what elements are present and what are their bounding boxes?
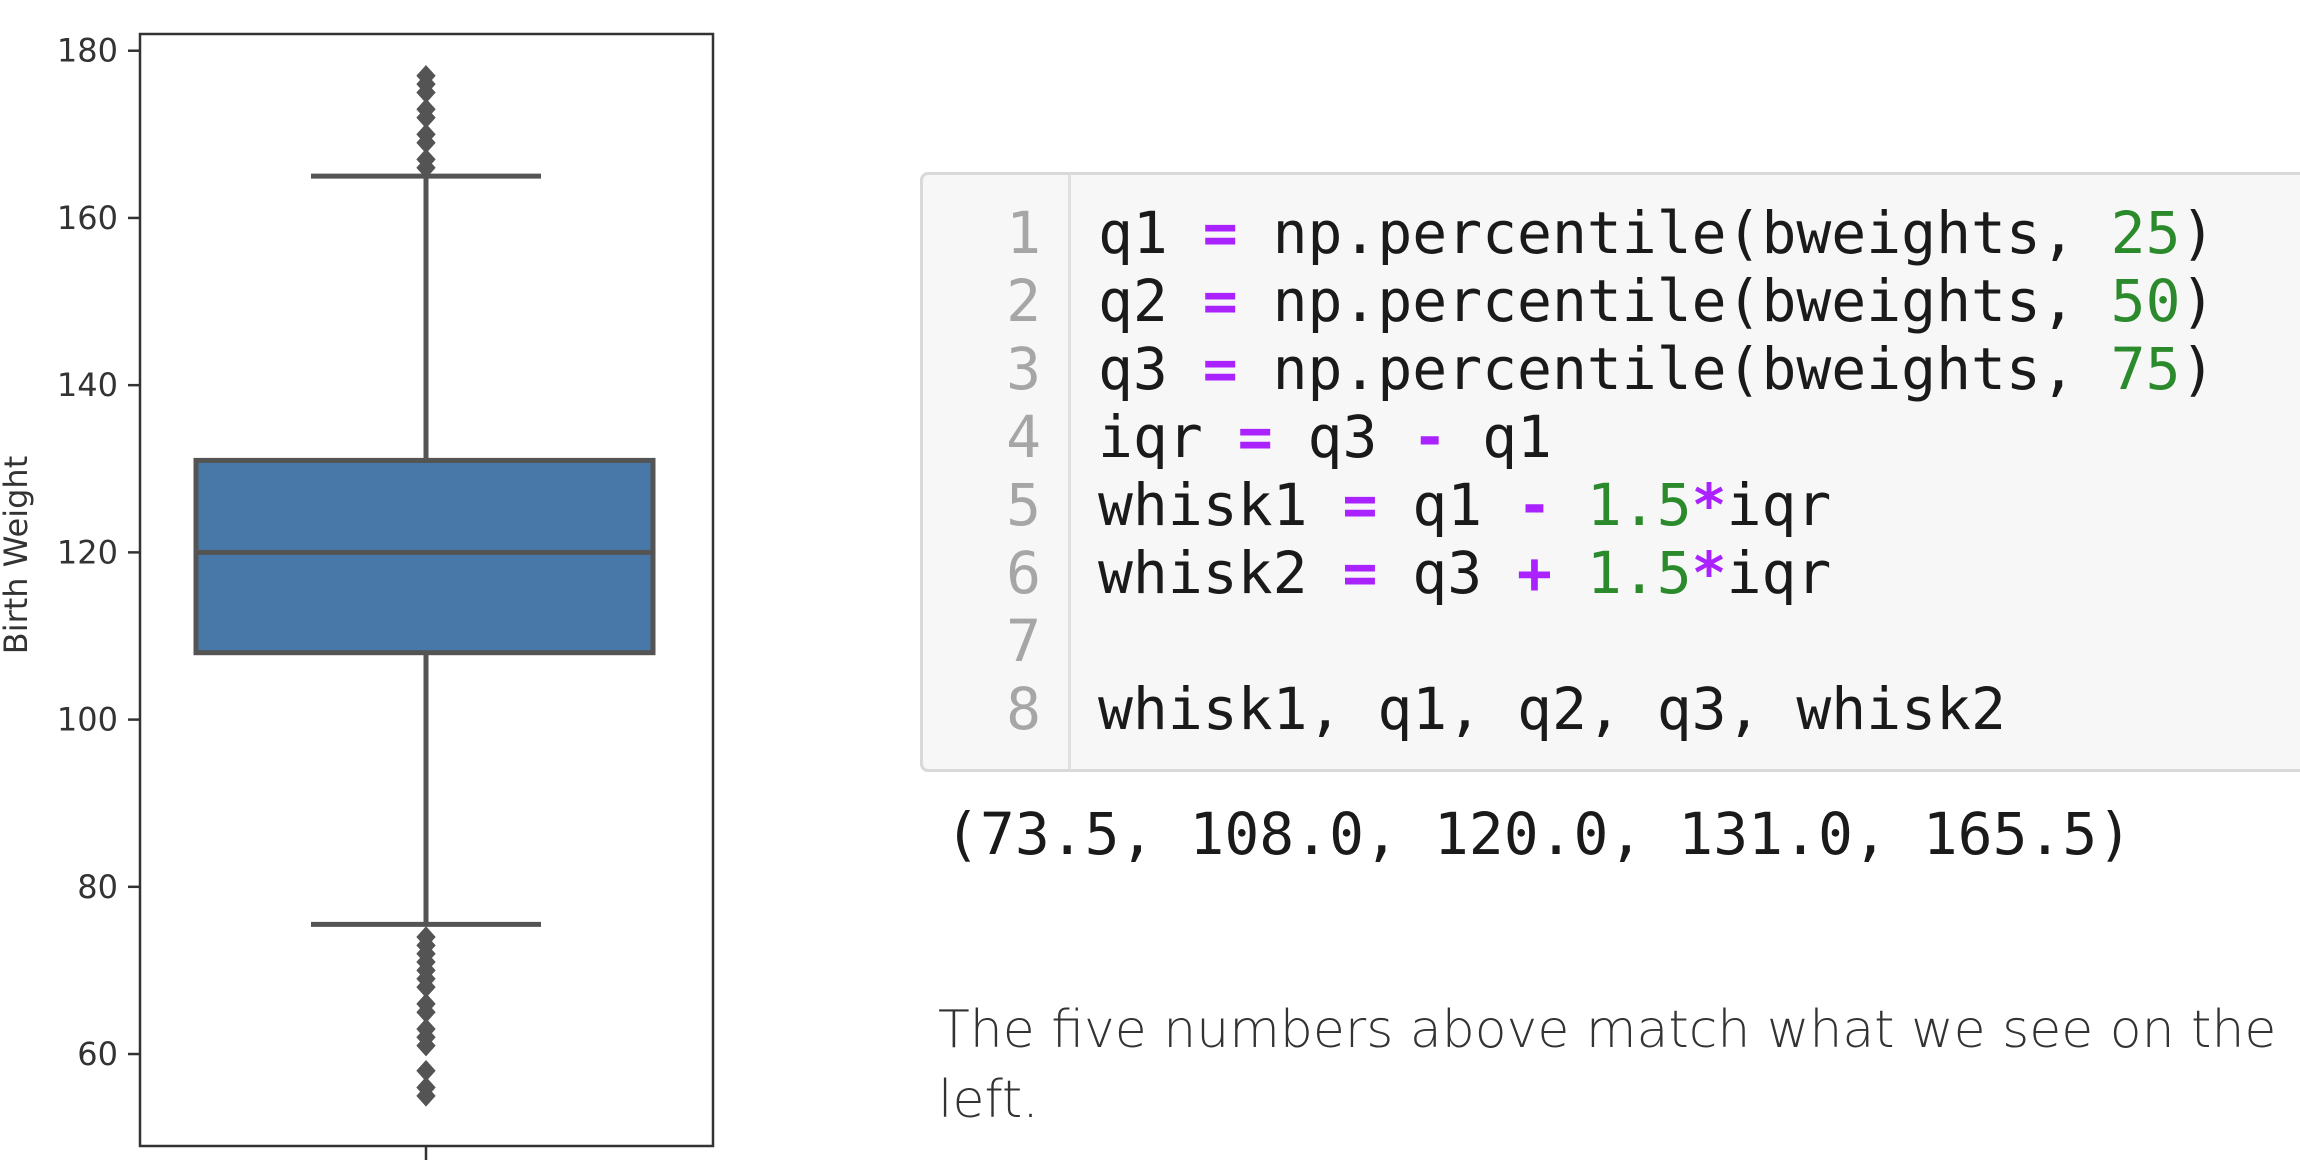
- code-line[interactable]: 5 whisk1 = q1 - 1.5*iqr: [923, 471, 2300, 539]
- outlier-point: [416, 1076, 436, 1099]
- code-token: iqr: [1726, 471, 1832, 539]
- line-number: 2: [1006, 267, 1041, 335]
- code-operator: +: [1517, 539, 1552, 607]
- code-operator: -: [1517, 471, 1552, 539]
- code-text: q2 = np.percentile(bweights, 50): [1098, 267, 2215, 335]
- code-token: q2: [1098, 267, 1203, 335]
- outlier-point: [416, 148, 436, 171]
- code-text: whisk2 = q3 + 1.5*iqr: [1098, 539, 1831, 607]
- interquartile-box: [193, 457, 656, 656]
- code-number: 50: [2110, 267, 2181, 335]
- code-line[interactable]: 6 whisk2 = q3 + 1.5*iqr: [923, 539, 2300, 607]
- y-tick-label: 120: [57, 533, 118, 571]
- code-token: whisk1, q1, q2, q3, whisk2: [1098, 675, 2006, 743]
- line-number: 7: [1006, 607, 1041, 675]
- code-number: 1.5: [1586, 471, 1692, 539]
- outlier-point: [416, 1060, 436, 1082]
- code-number: 25: [2110, 199, 2181, 267]
- code-operator: -: [1412, 403, 1448, 471]
- code-line[interactable]: 7: [923, 607, 2300, 675]
- code-text: whisk1 = q1 - 1.5*iqr: [1098, 471, 1831, 539]
- code-token: whisk1: [1098, 471, 1343, 539]
- code-cell[interactable]: 1 q1 = np.percentile(bweights, 25) 2 q2 = n…: [920, 172, 2300, 772]
- code-line[interactable]: 4 iqr = q3 - q1: [923, 403, 2300, 471]
- outlier-point: [416, 65, 436, 87]
- outlier-point: [416, 98, 436, 120]
- code-token: iqr: [1098, 403, 1238, 471]
- code-token: q3: [1377, 539, 1518, 607]
- code-token: q3: [1272, 403, 1413, 471]
- outlier-point: [416, 993, 436, 1015]
- code-token: ): [2180, 267, 2216, 335]
- code-operator: =: [1342, 539, 1378, 607]
- y-tick-label: 100: [57, 701, 118, 739]
- code-token: np.percentile(bweights,: [1237, 335, 2111, 403]
- outlier-point: [416, 926, 436, 948]
- line-number: 1: [1006, 199, 1041, 267]
- outlier-point: [416, 123, 436, 146]
- code-output: (73.5, 108.0, 120.0, 131.0, 165.5): [945, 800, 2133, 868]
- code-token: q1: [1447, 403, 1552, 471]
- line-number: 4: [1006, 403, 1041, 471]
- code-text: q1 = np.percentile(bweights, 25): [1098, 199, 2215, 267]
- y-tick-label: 160: [57, 199, 118, 237]
- code-token: [1552, 539, 1587, 607]
- code-text: whisk1, q1, q2, q3, whisk2: [1098, 675, 2006, 743]
- code-token: whisk2: [1098, 539, 1343, 607]
- code-operator: *: [1691, 539, 1727, 607]
- y-tick-label: 140: [57, 366, 118, 404]
- y-axis-label: Birth Weight: [0, 456, 35, 654]
- line-number-gutter: [923, 175, 1071, 769]
- line-number: 8: [1006, 675, 1041, 743]
- code-token: q1: [1377, 471, 1518, 539]
- code-token: ): [2180, 199, 2216, 267]
- code-token: [1552, 471, 1587, 539]
- code-line[interactable]: 3 q3 = np.percentile(bweights, 75): [923, 335, 2300, 403]
- box-plot-chart: 60 80 100 120 140 160 180 Birth Weight: [0, 32, 715, 1160]
- code-line[interactable]: 1 q1 = np.percentile(bweights, 25): [923, 199, 2300, 267]
- code-text: iqr = q3 - q1: [1098, 403, 1552, 471]
- y-tick-label: 60: [77, 1035, 118, 1073]
- code-token: np.percentile(bweights,: [1237, 199, 2111, 267]
- code-operator: =: [1237, 403, 1273, 471]
- code-token: q3: [1098, 335, 1203, 403]
- line-number: 5: [1006, 471, 1041, 539]
- y-axis-ticks: 60 80 100 120 140 160 180: [57, 32, 140, 1073]
- code-token: iqr: [1726, 539, 1832, 607]
- y-tick-label: 80: [77, 868, 118, 906]
- code-token: q1: [1098, 199, 1203, 267]
- caption-text: The five numbers above match what we see…: [938, 1000, 2277, 1130]
- code-line[interactable]: 8 whisk1, q1, q2, q3, whisk2: [923, 675, 2300, 743]
- code-operator: =: [1202, 335, 1238, 403]
- code-text: q3 = np.percentile(bweights, 75): [1098, 335, 2215, 403]
- code-operator: *: [1691, 471, 1727, 539]
- code-operator: =: [1202, 267, 1238, 335]
- line-number: 3: [1006, 335, 1041, 403]
- line-number: 6: [1006, 539, 1041, 607]
- code-number: 75: [2110, 335, 2181, 403]
- outlier-point: [416, 1018, 436, 1040]
- code-operator: =: [1202, 199, 1238, 267]
- code-token: ): [2180, 335, 2216, 403]
- code-operator: =: [1342, 471, 1378, 539]
- code-line[interactable]: 2 q2 = np.percentile(bweights, 50): [923, 267, 2300, 335]
- box-plot: [193, 65, 656, 1107]
- code-number: 1.5: [1586, 539, 1692, 607]
- y-tick-label: 180: [57, 32, 118, 70]
- code-token: np.percentile(bweights,: [1237, 267, 2111, 335]
